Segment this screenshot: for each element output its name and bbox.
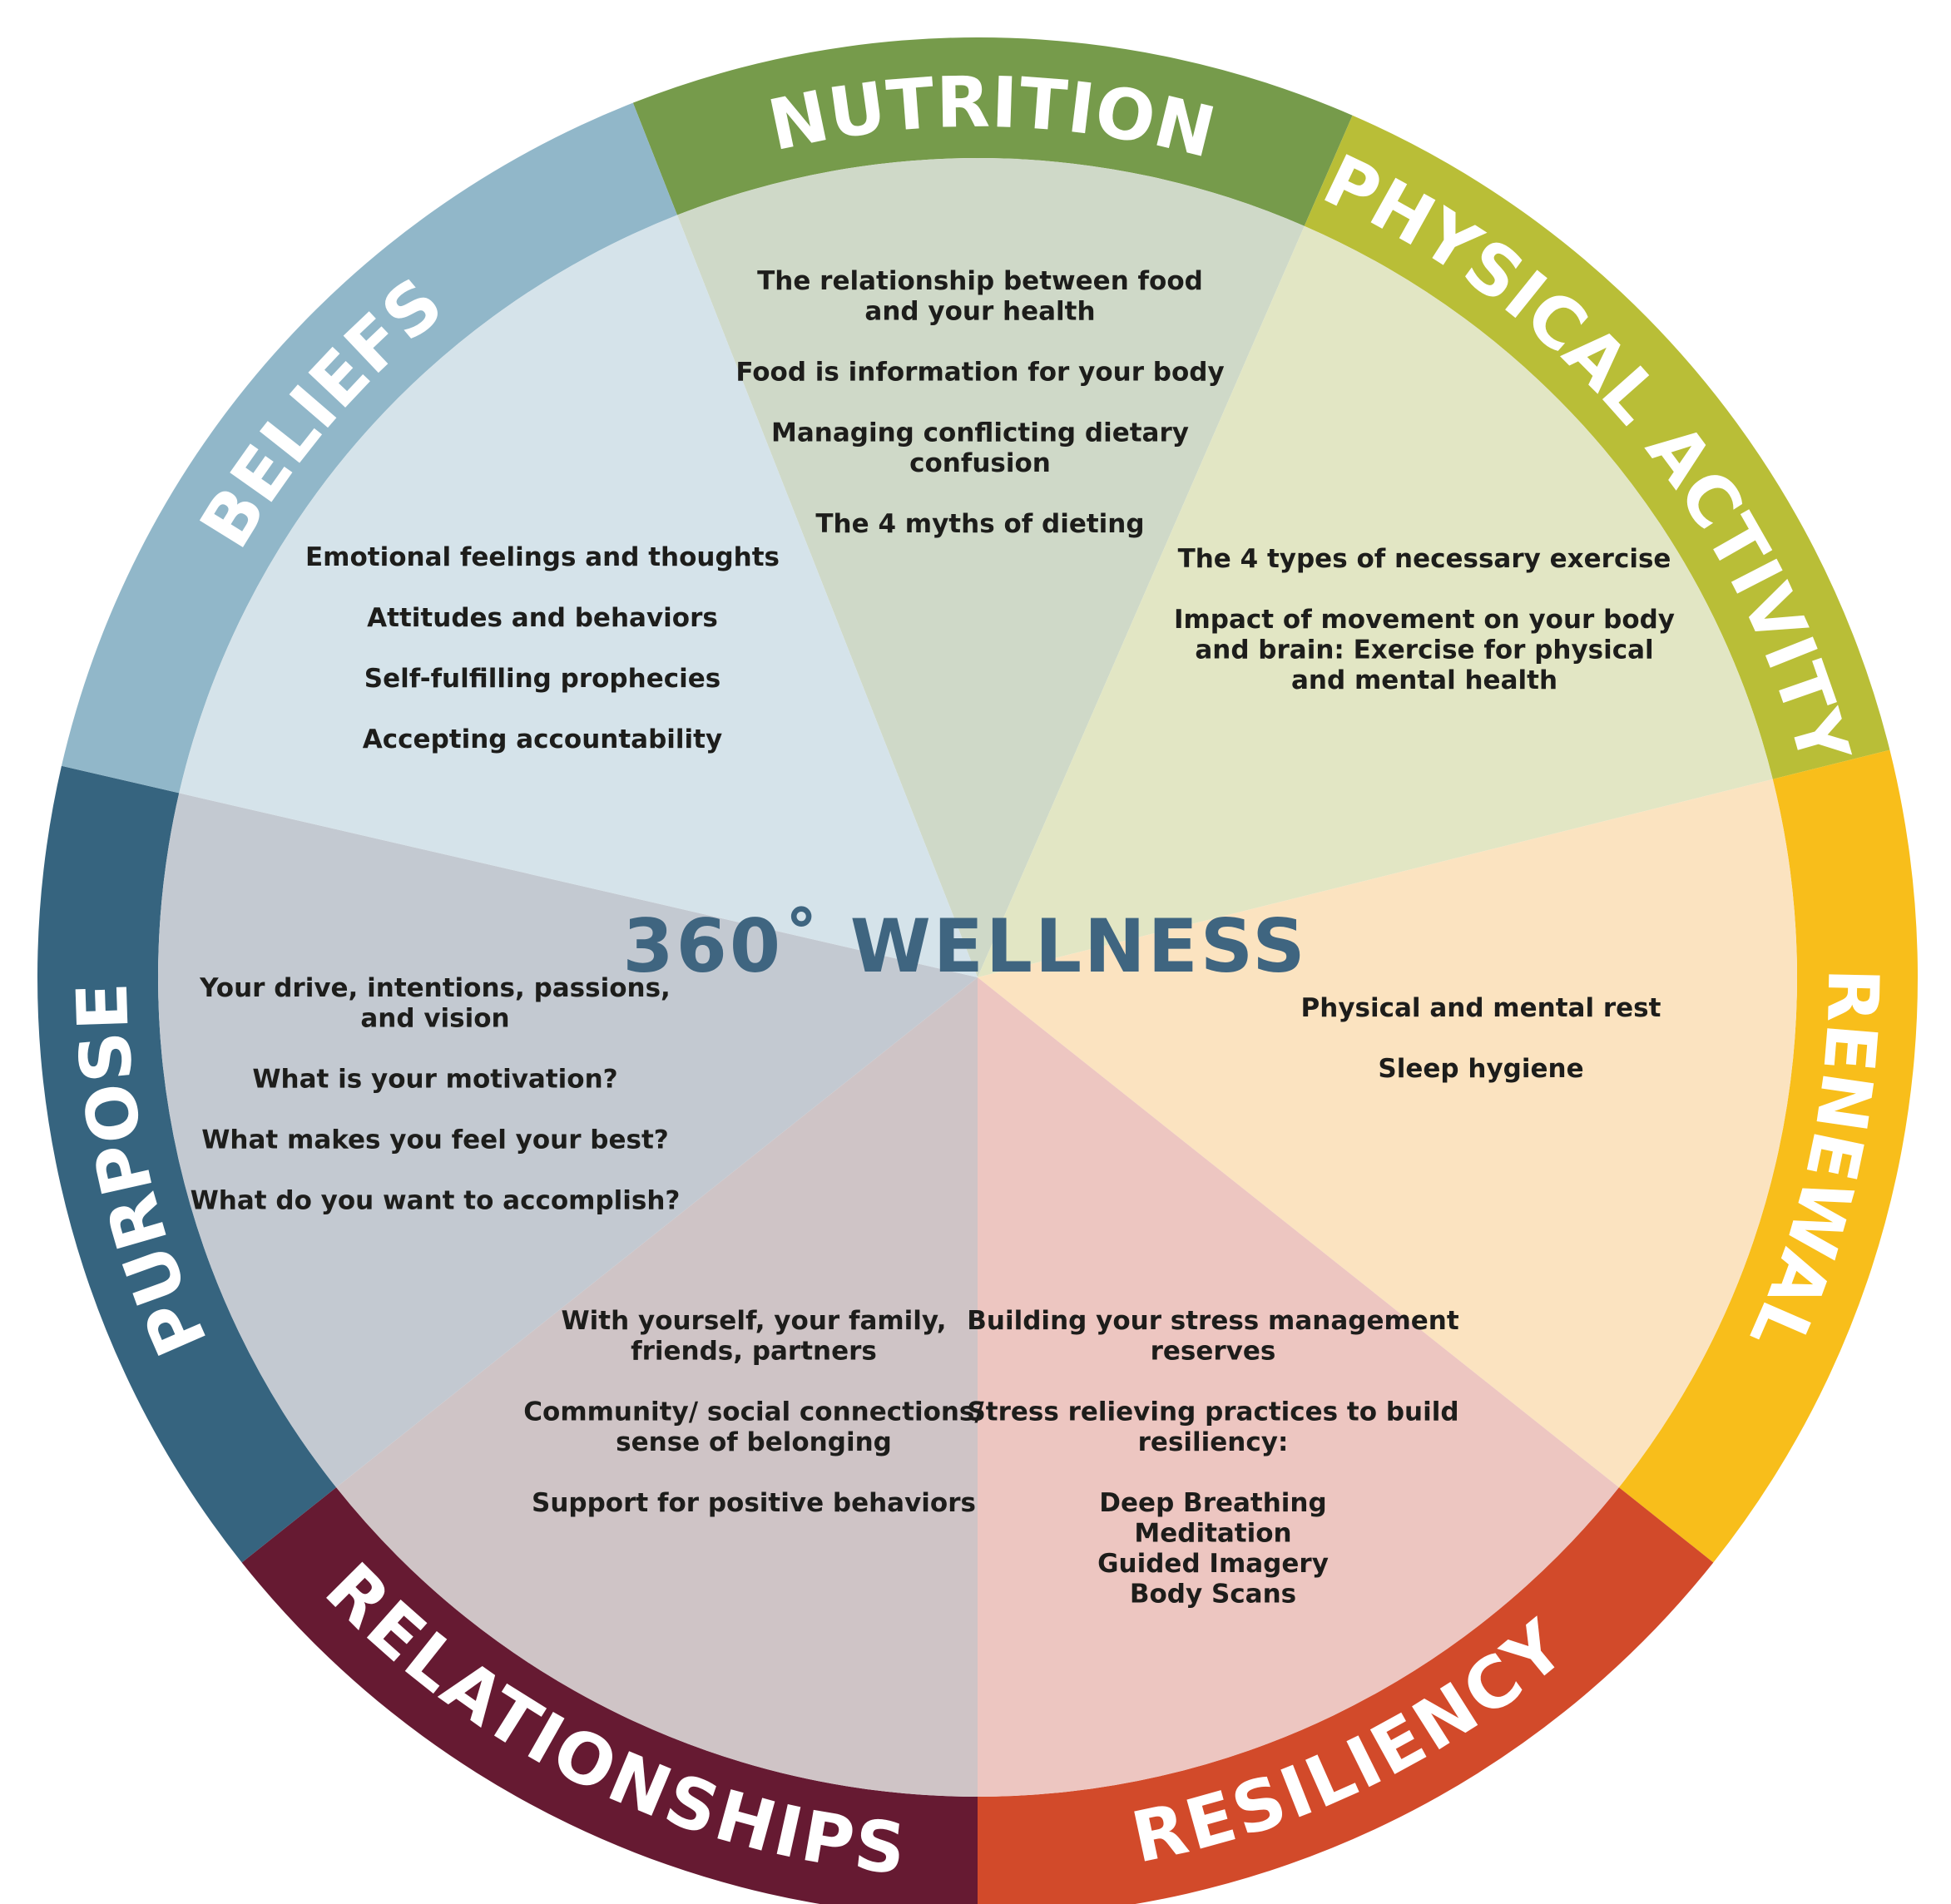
- ring-segment-resiliency: [978, 1487, 1714, 1904]
- description-line: The 4 types of necessary exercise: [1178, 544, 1671, 574]
- description-line: and your health: [864, 297, 1095, 327]
- ring-segment-purpose: [37, 765, 337, 1563]
- description-line: sense of belonging: [616, 1427, 892, 1457]
- description-relationships: With yourself, your family,friends, part…: [523, 1306, 984, 1518]
- description-line: Managing conflicting dietary: [771, 418, 1189, 448]
- center-title: 360˚ WELLNESS: [622, 903, 1307, 989]
- description-line: Body Scans: [1130, 1580, 1296, 1610]
- description-line: The relationship between food: [757, 266, 1203, 296]
- description-line: Attitudes and behaviors: [367, 603, 718, 633]
- description-line: and brain: Exercise for physical: [1195, 635, 1653, 665]
- description-line: Accepting accountability: [363, 725, 722, 754]
- ring-segment-relationships: [241, 1487, 978, 1904]
- wedge-nutrition: [677, 158, 1305, 978]
- ring-segment-nutrition: [632, 37, 1353, 226]
- description-line: Meditation: [1134, 1519, 1291, 1549]
- description-line: Impact of movement on your body: [1174, 605, 1675, 635]
- description-line: Sleep hygiene: [1378, 1054, 1583, 1084]
- description-line: Building your stress management: [967, 1306, 1459, 1336]
- description-purpose: Your drive, intentions, passions,and vis…: [191, 973, 681, 1216]
- wedge-resiliency: [978, 977, 1619, 1797]
- description-line: and mental health: [1291, 665, 1557, 695]
- inner-wedges: [158, 158, 1797, 1797]
- description-line: Community/ social connections/: [523, 1397, 984, 1427]
- outer-ring: [37, 37, 1918, 1904]
- description-line: confusion: [909, 448, 1051, 478]
- description-line: reserves: [1151, 1337, 1276, 1367]
- wedge-renewal: [978, 779, 1797, 1488]
- description-line: What is your motivation?: [252, 1065, 617, 1095]
- ring-segment-physical-activity: [1304, 115, 1890, 779]
- description-line: The 4 myths of dieting: [815, 509, 1144, 539]
- description-line: Your drive, intentions, passions,: [199, 973, 671, 1003]
- wedge-beliefs: [179, 215, 978, 977]
- ring-segment-beliefs: [61, 102, 677, 794]
- description-line: Self-fulfilling prophecies: [364, 664, 720, 694]
- description-line: Support for positive behaviors: [532, 1488, 976, 1518]
- description-line: Physical and mental rest: [1301, 993, 1661, 1023]
- description-line: friends, partners: [631, 1337, 877, 1367]
- ring-segment-renewal: [1618, 749, 1918, 1563]
- description-line: What makes you feel your best?: [201, 1125, 669, 1155]
- description-line: Stress relieving practices to build: [967, 1397, 1458, 1427]
- wedge-physical-activity: [978, 225, 1773, 977]
- description-line: and vision: [360, 1004, 509, 1034]
- wedge-relationships: [336, 977, 978, 1797]
- description-line: Guided Imagery: [1097, 1549, 1329, 1579]
- description-line: With yourself, your family,: [561, 1306, 946, 1336]
- description-line: Deep Breathing: [1099, 1488, 1326, 1518]
- description-line: Emotional feelings and thoughts: [305, 542, 780, 572]
- description-line: resiliency:: [1138, 1427, 1289, 1457]
- wedge-purpose: [158, 793, 978, 1488]
- description-line: What do you want to accomplish?: [191, 1186, 681, 1216]
- description-line: Food is information for your body: [735, 358, 1224, 388]
